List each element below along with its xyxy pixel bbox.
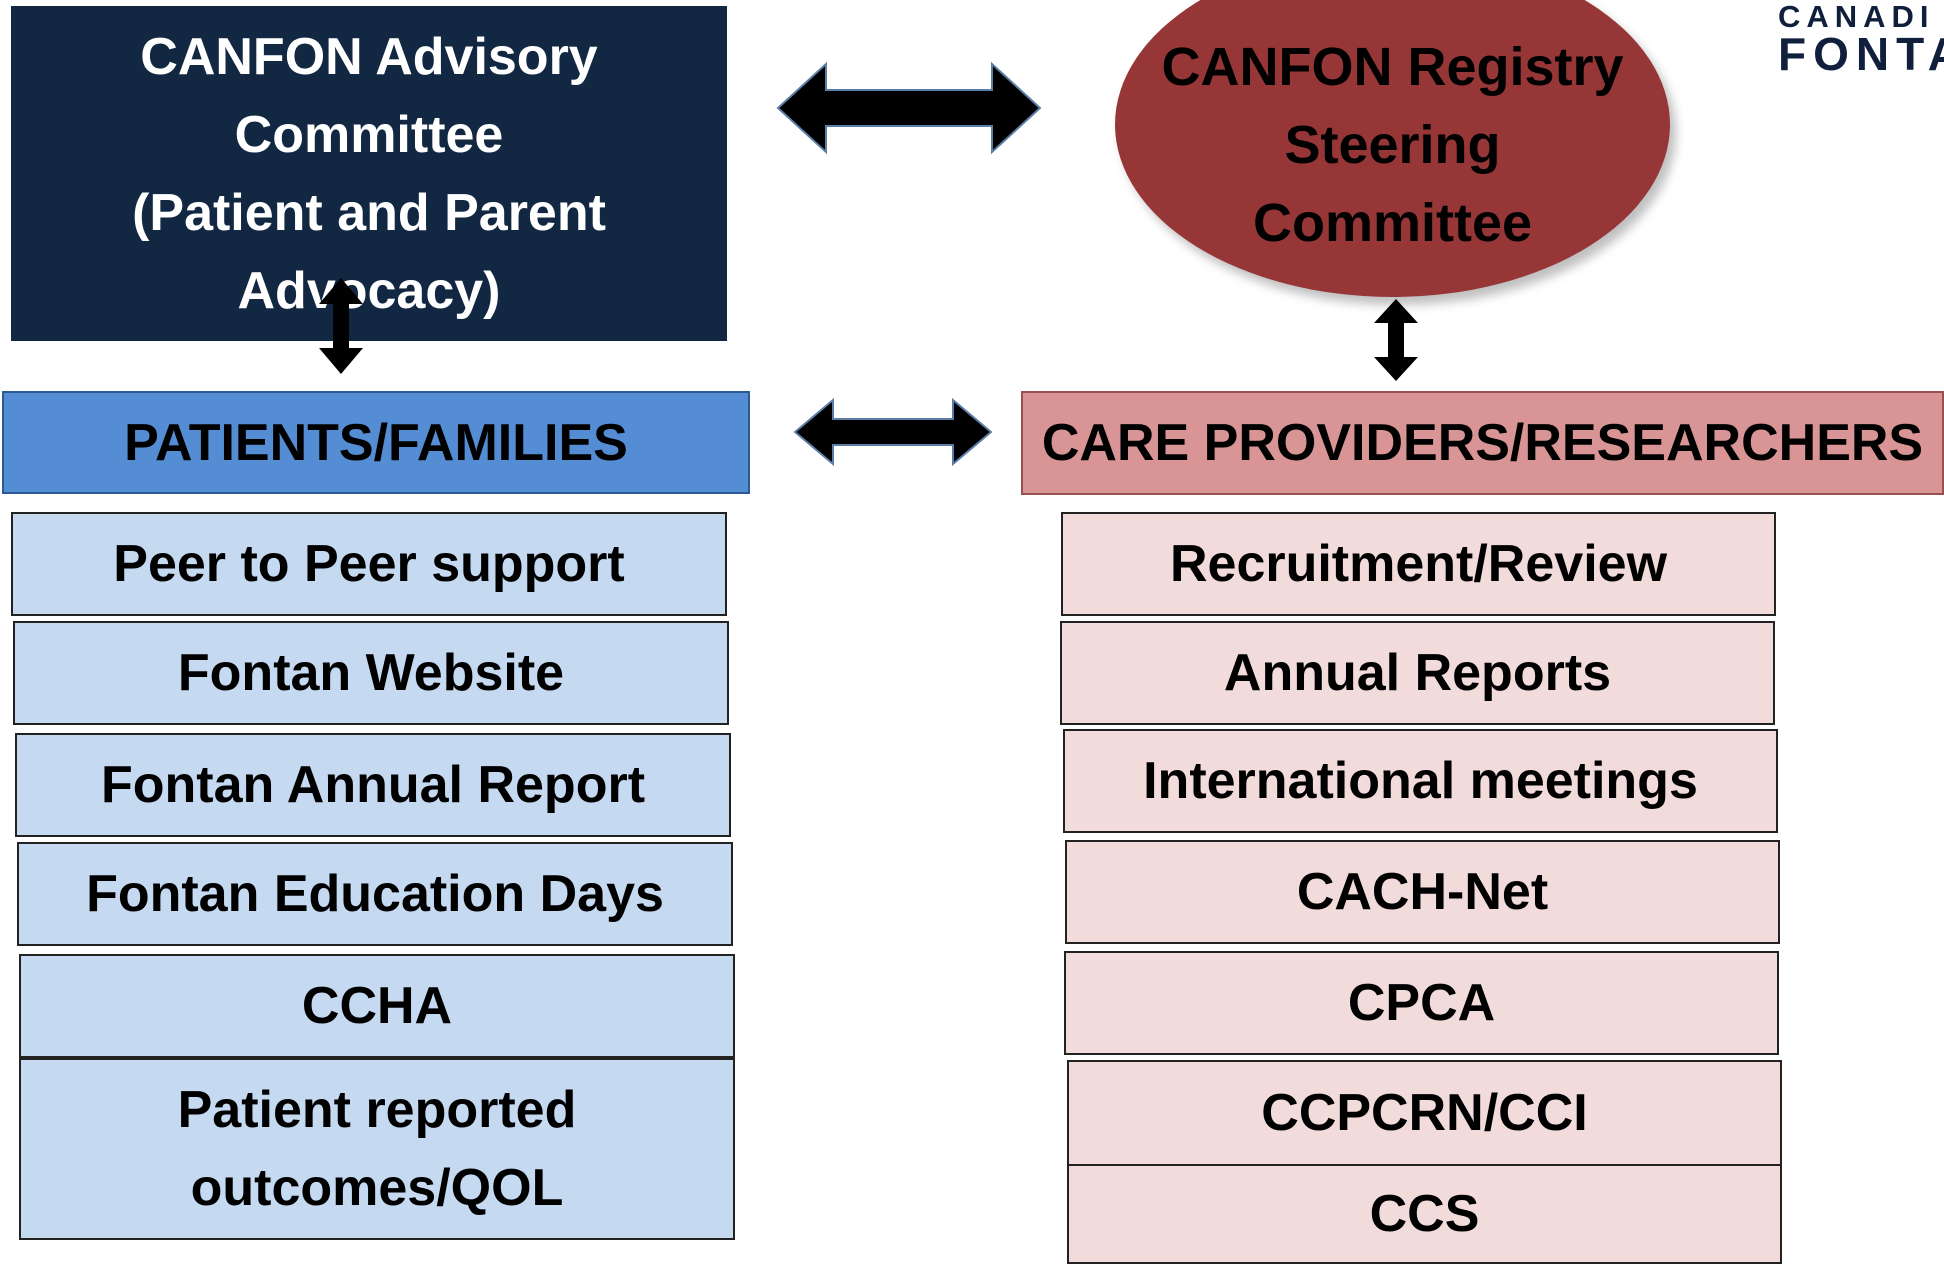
providers-item-annual-reports: Annual Reports bbox=[1060, 621, 1775, 725]
providers-item-cpca: CPCA bbox=[1064, 951, 1779, 1055]
providers-item-cach-net: CACH-Net bbox=[1065, 840, 1780, 944]
providers-item-label: Annual Reports bbox=[1223, 644, 1612, 702]
double-arrow-advisory-registry bbox=[776, 61, 1042, 155]
providers-item-label: CACH-Net bbox=[1296, 863, 1549, 921]
registry-steering-committee-ellipse: CANFON Registry Steering Committee bbox=[1115, 0, 1670, 297]
patients-item-label: Fontan Annual Report bbox=[100, 756, 646, 814]
patients-item-fontan-annual-report: Fontan Annual Report bbox=[15, 733, 731, 837]
providers-item-label: International meetings bbox=[1143, 752, 1698, 810]
providers-item-recruitment-review: Recruitment/Review bbox=[1061, 512, 1776, 616]
patients-item-peer-support: Peer to Peer support bbox=[11, 512, 727, 616]
patients-item-label: Peer to Peer support bbox=[113, 535, 625, 593]
patients-families-header: PATIENTS/FAMILIES bbox=[2, 391, 750, 494]
providers-item-label: CPCA bbox=[1347, 974, 1496, 1032]
patients-families-header-label: PATIENTS/FAMILIES bbox=[124, 413, 628, 472]
canadian-fontan-logo: CANADI FONTA bbox=[1778, 0, 1944, 80]
providers-item-international-meetings: International meetings bbox=[1063, 729, 1778, 833]
patients-item-patient-reported-outcomes: Patient reported outcomes/QOL bbox=[19, 1058, 735, 1240]
patients-item-label: Patient reported outcomes/QOL bbox=[177, 1081, 577, 1217]
vertical-arrow-advisory-patients bbox=[319, 278, 363, 374]
patients-item-label: Fontan Website bbox=[177, 644, 565, 702]
advisory-committee-box: CANFON Advisory Committee (Patient and P… bbox=[11, 6, 727, 341]
care-providers-researchers-header: CARE PROVIDERS/RESEARCHERS bbox=[1021, 391, 1944, 495]
advisory-committee-label: CANFON Advisory Committee (Patient and P… bbox=[132, 27, 606, 320]
care-providers-researchers-header-label: CARE PROVIDERS/RESEARCHERS bbox=[1041, 414, 1924, 472]
vertical-arrow-registry-providers bbox=[1374, 299, 1418, 381]
registry-steering-committee-label: CANFON Registry Steering Committee bbox=[1161, 36, 1624, 253]
patients-item-ccha: CCHA bbox=[19, 954, 735, 1058]
patients-item-label: Fontan Education Days bbox=[86, 865, 664, 923]
providers-item-ccs: CCS bbox=[1067, 1164, 1782, 1264]
providers-item-label: Recruitment/Review bbox=[1169, 535, 1668, 593]
providers-item-label: CCS bbox=[1369, 1185, 1480, 1243]
providers-item-ccpcrn-cci: CCPCRN/CCI bbox=[1067, 1060, 1782, 1166]
patients-item-fontan-education-days: Fontan Education Days bbox=[17, 842, 733, 946]
double-arrow-patients-providers bbox=[793, 397, 993, 467]
patients-item-fontan-website: Fontan Website bbox=[13, 621, 729, 725]
patients-item-label: CCHA bbox=[301, 977, 453, 1035]
logo-line-2: FONTA bbox=[1778, 28, 1944, 80]
logo-line-1: CANADI bbox=[1778, 0, 1935, 34]
providers-item-label: CCPCRN/CCI bbox=[1261, 1084, 1588, 1142]
